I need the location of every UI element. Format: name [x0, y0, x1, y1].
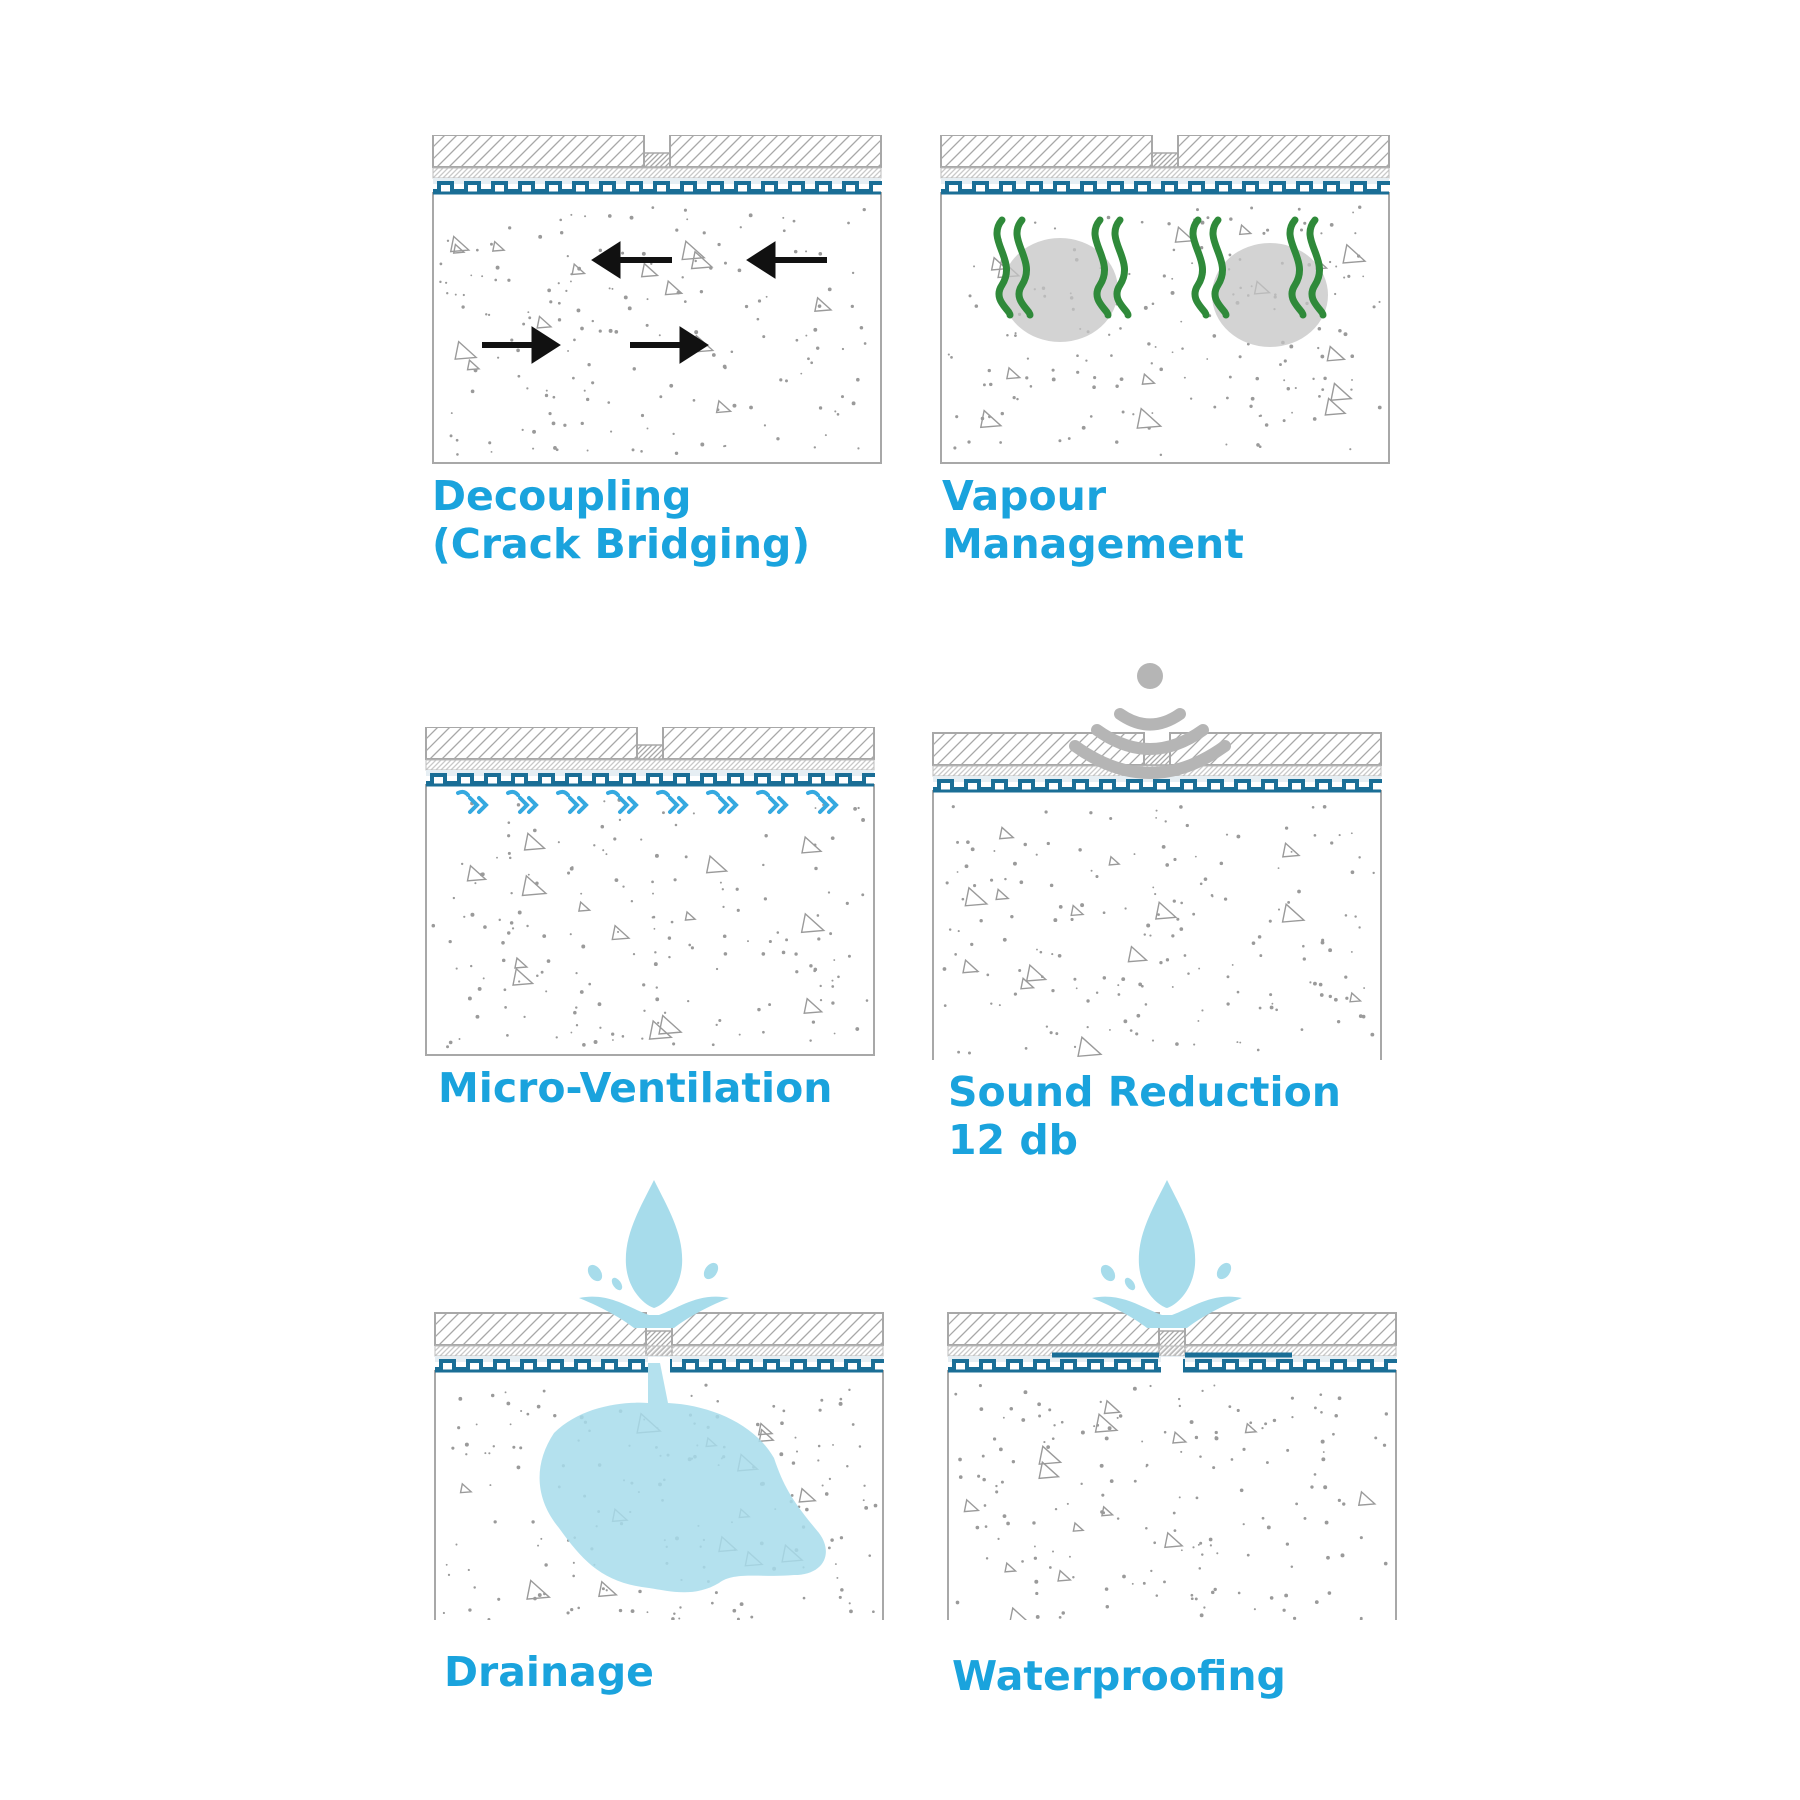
aggregate [431, 797, 869, 1049]
drainage-diagram [434, 1180, 884, 1620]
floor-section [947, 1312, 1397, 1620]
vapour-diagram [940, 135, 1390, 464]
sound-diagram [932, 663, 1382, 1060]
water-spread [539, 1363, 826, 1593]
decoupling-diagram [432, 135, 882, 464]
floor-section [432, 135, 882, 464]
caption-line: Vapour [942, 472, 1107, 520]
aggregate [954, 1384, 1388, 1620]
aggregate [942, 804, 1375, 1055]
caption-decoupling: Decoupling (Crack Bridging) [432, 472, 810, 568]
membrane [426, 773, 875, 785]
panel-waterproofing [947, 1180, 1397, 1620]
panel-sound [932, 660, 1382, 1060]
water-drop-icon [579, 1180, 729, 1328]
sound-wave-icon [1069, 663, 1231, 779]
opposing-arrows-icon [482, 241, 827, 364]
panel-drainage [434, 1180, 884, 1620]
caption-line: Sound Reduction [948, 1068, 1341, 1116]
caption-line: Waterproofing [952, 1652, 1286, 1700]
floor-section [932, 732, 1382, 1060]
ventilation-diagram [425, 727, 875, 1056]
caption-line: (Crack Bridging) [432, 520, 811, 568]
panel-decoupling [432, 135, 882, 465]
airflow-icon [456, 789, 839, 814]
caption-sound: Sound Reduction 12 db [948, 1068, 1341, 1164]
waterproofing-diagram [947, 1180, 1397, 1620]
membrane [933, 779, 1382, 791]
membrane [941, 181, 1390, 193]
caption-line: Management [942, 520, 1244, 568]
floor-section [425, 727, 875, 1056]
vapour-icon [993, 216, 1328, 347]
caption-waterproofing: Waterproofing [952, 1652, 1286, 1700]
caption-drainage: Drainage [444, 1648, 654, 1696]
caption-line: Micro-Ventilation [438, 1064, 833, 1112]
caption-line: 12 db [948, 1116, 1079, 1164]
caption-vapour: Vapour Management [942, 472, 1244, 568]
panel-vapour [940, 135, 1390, 465]
caption-line: Drainage [444, 1648, 654, 1696]
membrane [433, 181, 882, 193]
panel-ventilation [425, 727, 875, 1057]
aggregate [439, 206, 867, 456]
caption-ventilation: Micro-Ventilation [438, 1064, 832, 1112]
caption-line: Decoupling [432, 472, 692, 520]
water-drop-icon [1092, 1180, 1242, 1328]
